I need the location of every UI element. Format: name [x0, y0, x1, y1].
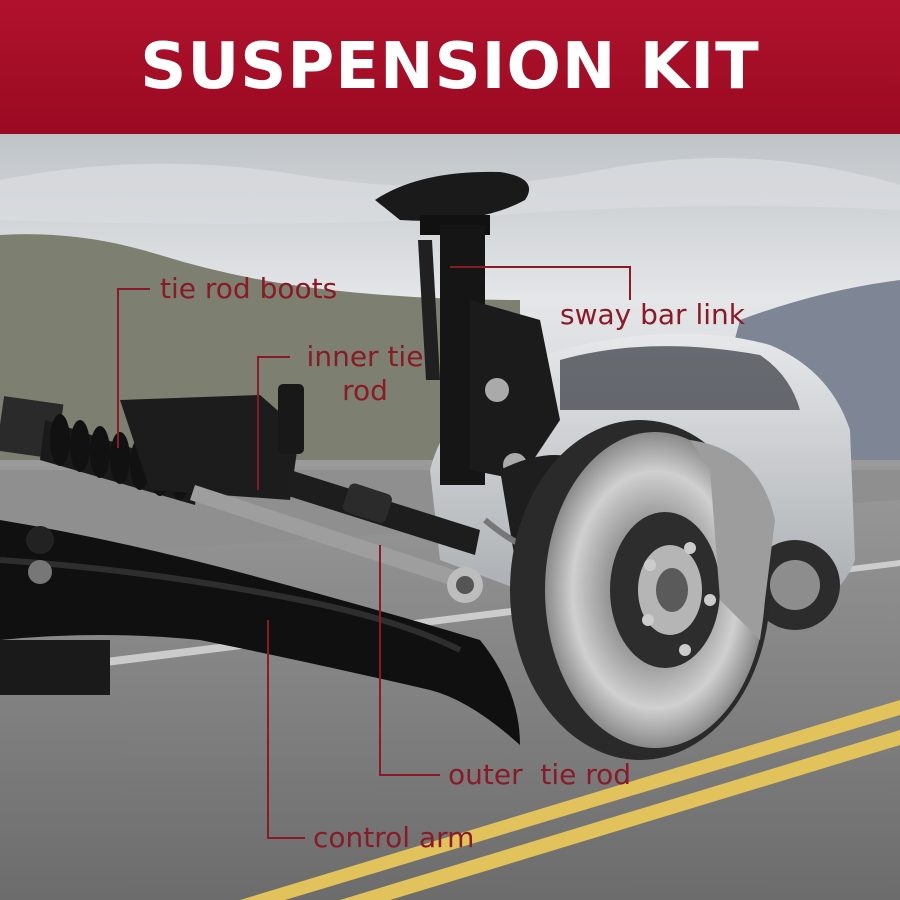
tie-rod-boots-leader [117, 288, 150, 448]
brake-disc [510, 420, 775, 760]
road-yellow-line-2 [340, 730, 900, 900]
strut [375, 171, 560, 485]
outer-tie-rod-leader [379, 545, 440, 776]
label-inner-tie-rod-line2: rod [342, 374, 388, 407]
banner-title: SUSPENSION KIT [140, 30, 760, 104]
label-sway-bar-link: sway bar link [560, 298, 745, 331]
control-arm [0, 520, 520, 745]
label-control-arm: control arm [313, 821, 475, 854]
product-photo [0, 134, 900, 900]
label-tie-rod-boots: tie rod boots [160, 272, 338, 305]
road-yellow-line-1 [240, 700, 900, 900]
steering-rack [0, 384, 304, 505]
leader-lines [117, 266, 631, 839]
inner-tie-rod-leader [257, 356, 290, 490]
label-outer-tie-rod: outer tie rod [448, 758, 632, 791]
title-banner: SUSPENSION KIT [0, 0, 900, 134]
label-inner-tie-rod: inner tie rod [290, 340, 440, 408]
control-arm-leader [267, 620, 305, 839]
label-inner-tie-rod-line1: inner tie [306, 340, 424, 373]
sway-bar-link-leader [450, 266, 631, 300]
tie-rod-assembly [190, 470, 483, 603]
